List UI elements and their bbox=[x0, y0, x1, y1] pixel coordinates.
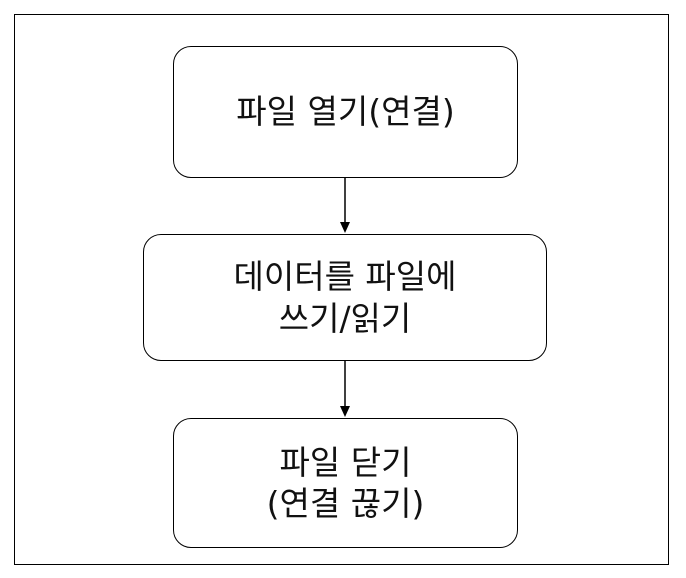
diagram-frame bbox=[14, 14, 669, 565]
step-write-read-data: 데이터를 파일에 쓰기/읽기 bbox=[143, 234, 547, 361]
step-close-file-label-line1: 파일 닫기 bbox=[279, 442, 412, 482]
step-write-read-label-line2: 쓰기/읽기 bbox=[278, 298, 412, 338]
step-open-file: 파일 열기(연결) bbox=[173, 46, 518, 178]
step-close-file: 파일 닫기 (연결 끊기) bbox=[173, 418, 518, 548]
step-open-file-label: 파일 열기(연결) bbox=[236, 92, 455, 132]
step-close-file-label-line2: (연결 끊기) bbox=[266, 484, 425, 523]
step-write-read-label-line1: 데이터를 파일에 bbox=[233, 257, 457, 297]
